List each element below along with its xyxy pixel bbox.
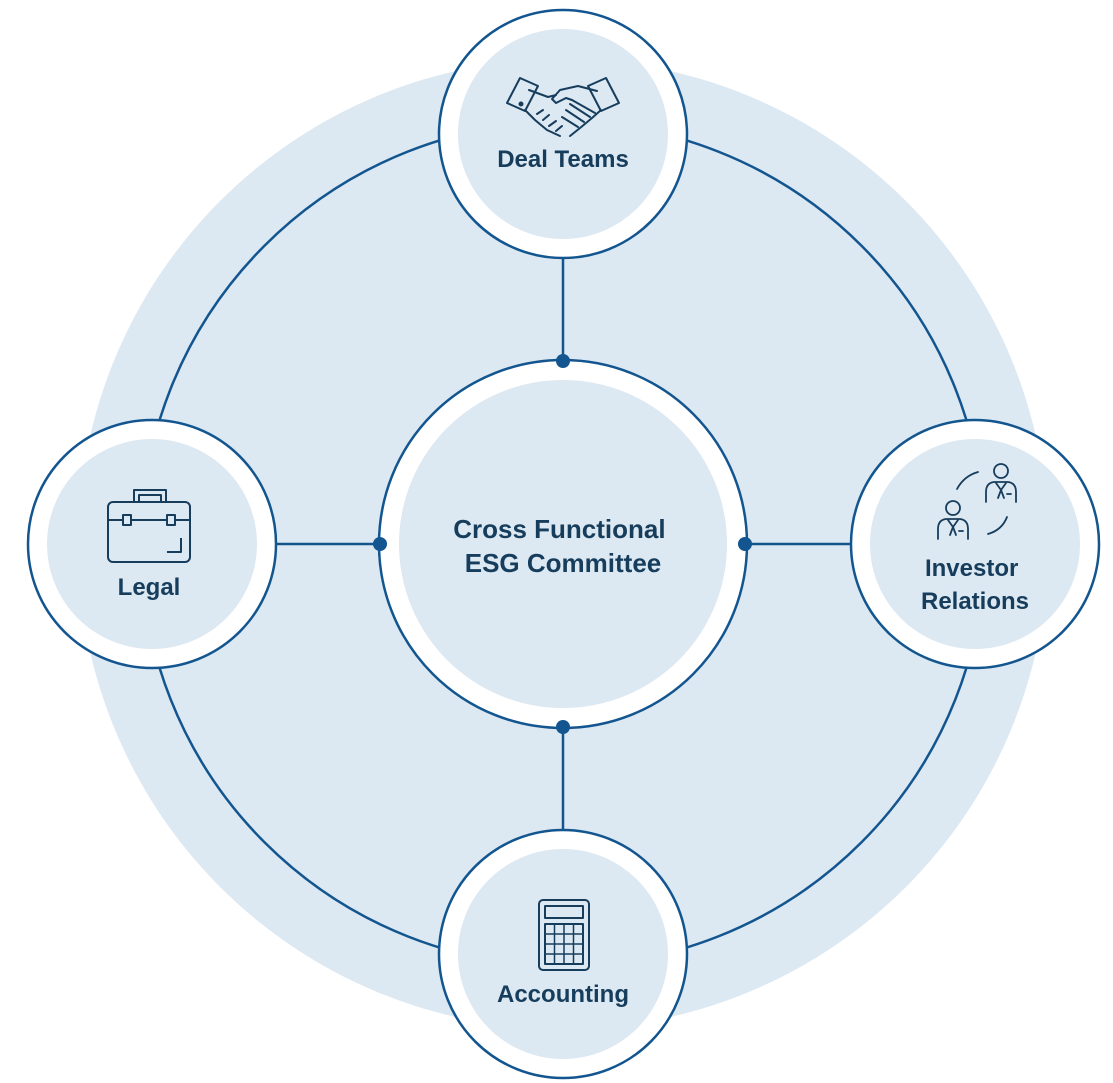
dot-left — [373, 537, 387, 551]
svg-text:Cross Functional ESG Com: Cross Functional ESG Committee — [453, 514, 673, 578]
legal-label: Legal — [118, 574, 181, 601]
dot-top — [556, 354, 570, 368]
node-accounting: Accounting — [437, 828, 689, 1080]
dot-bottom — [556, 720, 570, 734]
briefcase-icon — [107, 489, 191, 563]
center-title-line2: ESG Committee — [465, 548, 662, 578]
investor-relations-label-line1: Investor — [925, 555, 1018, 582]
accounting-label: Accounting — [497, 981, 629, 1008]
connector-lines — [276, 258, 850, 830]
center-title-line1: Cross Functional — [453, 514, 665, 544]
deal-teams-label: Deal Teams — [497, 146, 629, 173]
calculator-icon — [538, 899, 590, 971]
handshake-icon — [506, 77, 620, 137]
node-legal: Legal — [26, 418, 278, 670]
investor-relations-label-line2: Relations — [921, 588, 1029, 615]
center-node: Cross Functional ESG Committee — [377, 358, 749, 730]
node-investor-relations: Investor Relations — [849, 418, 1101, 670]
dot-right — [738, 537, 752, 551]
node-deal-teams: Deal Teams — [437, 8, 689, 260]
svg-text:Investor Relations: Investor Relations — [921, 555, 1029, 615]
connector-dots — [373, 354, 752, 734]
investors-icon — [937, 463, 1017, 540]
